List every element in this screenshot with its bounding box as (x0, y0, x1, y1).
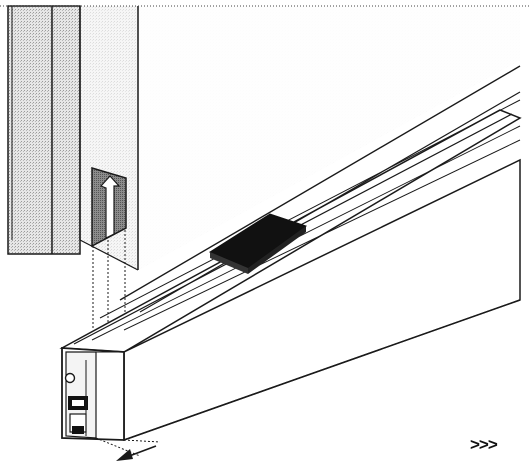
next-page-indicator[interactable]: >>> (470, 435, 498, 454)
actuator-block (208, 213, 308, 274)
up-arrow-icon (99, 175, 121, 239)
door-frame (7, 5, 81, 255)
down-left-arrow-icon (116, 445, 157, 461)
door-leaf (0, 5, 531, 271)
mounting-plate (91, 166, 127, 248)
